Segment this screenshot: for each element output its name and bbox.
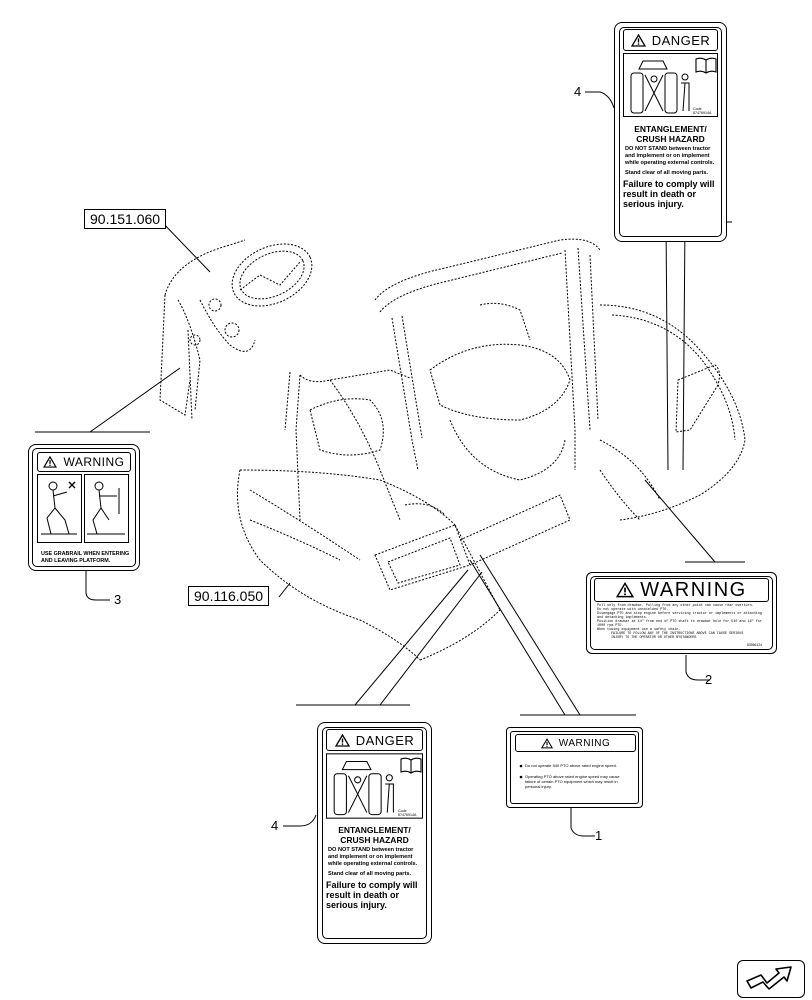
warning-triangle-icon <box>334 733 350 747</box>
operator-manual-icon <box>695 57 717 74</box>
danger-decal-top: DANGER Code 87476914A ENTANGLEMENT/ CRUS… <box>614 22 727 242</box>
warning-pto-header: WARNING <box>515 734 636 752</box>
danger-decal-bottom: DANGER Code 87476914A ENTANGLEMENT/ CRUS… <box>317 722 432 944</box>
bullet-dots <box>519 764 523 779</box>
danger-bullet-1-bottom: DO NOT STAND between tractor and impleme… <box>328 847 418 867</box>
danger-title-bottom: ENTANGLEMENT/ CRUSH HAZARD <box>338 825 411 845</box>
tow-line-8: FAILURE TO FOLLOW ANY OF THE INSTRUCTION… <box>611 632 744 636</box>
callout-4-top: 4 <box>574 84 582 99</box>
tow-line-6: 1000 rpm PTO. <box>597 624 624 628</box>
danger-header: DANGER <box>623 29 718 51</box>
reference-box-90-116-050[interactable]: 90.116.050 <box>188 586 270 606</box>
crush-hazard-pictogram <box>623 53 718 117</box>
navigation-button[interactable] <box>737 960 805 998</box>
warning-pto-bullet-1: Do not operate 540 PTO above rated engin… <box>525 763 617 768</box>
reference-box-90-151-060[interactable]: 90.151.060 <box>84 209 167 229</box>
warning-pto-decal: WARNING Do not operate 540 PTO above rat… <box>506 727 643 808</box>
tow-line-5: Position drawbar at 14" from end of PTO … <box>597 620 762 624</box>
callout-4-bottom: 4 <box>271 818 279 833</box>
warning-tow-decal: WARNING Pull only from drawbar. Pulling … <box>586 572 777 654</box>
callout-1: 1 <box>595 828 603 843</box>
danger-footer: Failure to comply will result in death o… <box>623 179 715 209</box>
callout-3: 3 <box>114 592 122 607</box>
tow-line-9: INJURY TO THE OPERATOR OR OTHER BYSTANDE… <box>611 636 697 640</box>
tow-line-4: and detaching implements. <box>597 616 648 620</box>
warning-tow-lines: Pull only from drawbar. Pulling from any… <box>597 604 767 640</box>
danger-bullet-1: DO NOT STAND between tractor and impleme… <box>625 146 715 166</box>
navigation-arrow-icon <box>746 966 792 990</box>
danger-code: Code 87476914A <box>693 107 712 115</box>
tow-line-2: Do not operate with unshielded PTO. <box>597 608 669 612</box>
tow-line-7: When towing equipment use a safety chain… <box>597 628 681 632</box>
callout-2: 2 <box>705 672 713 687</box>
danger-footer-bottom: Failure to comply will result in death o… <box>326 880 418 910</box>
warning-triangle-icon <box>43 456 58 468</box>
danger-bullet-2: Stand clear of all moving parts. <box>625 170 708 176</box>
danger-header-bottom: DANGER <box>326 729 423 751</box>
grabrail-pictogram <box>37 474 129 543</box>
warning-grabrail-text: USE GRABRAIL WHEN ENTERING AND LEAVING P… <box>41 551 130 564</box>
warning-triangle-icon <box>616 582 635 598</box>
warning-triangle-icon <box>630 33 646 47</box>
danger-title: ENTANGLEMENT/ CRUSH HAZARD <box>634 124 707 144</box>
warning-pto-bullet-2: Operating PTO above rated engine speed m… <box>525 774 620 789</box>
warning-triangle-icon <box>540 737 553 748</box>
crush-hazard-pictogram <box>326 753 423 819</box>
danger-code-bottom: Code 87476914A <box>398 809 417 817</box>
warning-grabrail-header: WARNING <box>37 452 131 472</box>
operator-manual-icon <box>400 757 422 774</box>
warning-grabrail-decal: WARNING USE GRABRAIL WHEN ENTERING AND L… <box>28 444 140 571</box>
tow-line-3: Disengage PTO and stop engine before ser… <box>597 612 762 616</box>
tow-line-1: Pull only from drawbar. Pulling from any… <box>597 604 754 608</box>
danger-bullet-2-bottom: Stand clear of all moving parts. <box>328 871 411 877</box>
warning-tow-header: WARNING <box>594 578 769 602</box>
warning-tow-code: 83956124 <box>747 643 763 647</box>
